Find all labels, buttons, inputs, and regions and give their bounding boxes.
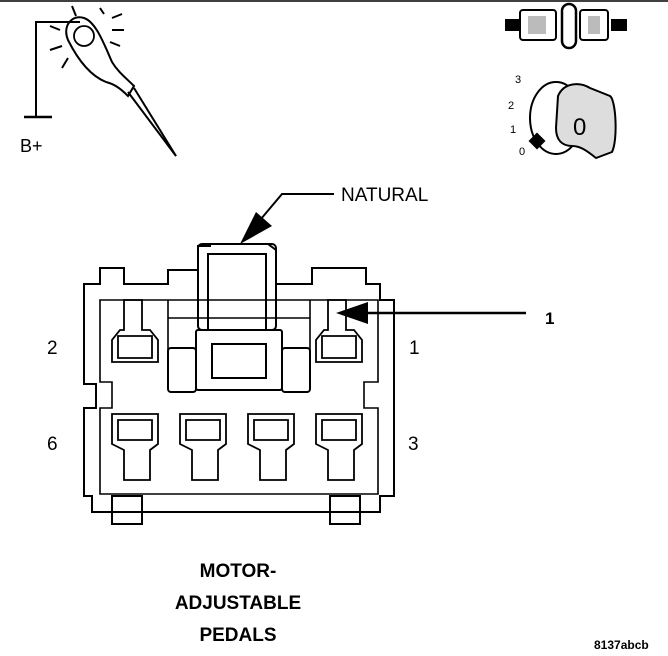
title-line-1: MOTOR- (199, 561, 277, 582)
ignition-position-1: 1 (510, 124, 517, 136)
callout-arrow (336, 302, 526, 324)
ignition-key-icon (528, 81, 617, 160)
pin-label-1: 1 (409, 338, 420, 359)
callout-number: 1 (545, 309, 555, 328)
ignition-key-label: 0 (573, 114, 587, 141)
natural-label: NATURAL (341, 185, 429, 206)
pin-label-3: 3 (408, 434, 419, 455)
pin-label-2: 2 (47, 338, 58, 359)
pin-label-6: 6 (47, 434, 58, 455)
figure-id: 8137abcb (594, 638, 649, 652)
connector-disconnected-icon (505, 2, 627, 50)
title-line-2: ADJUSTABLE (174, 593, 302, 614)
natural-leader-arrow (240, 193, 334, 244)
connector-face (83, 243, 395, 525)
test-light-probe-icon (24, 5, 177, 157)
ignition-position-3: 3 (515, 74, 522, 86)
ignition-position-2: 2 (508, 100, 515, 112)
ignition-position-0: 0 (519, 146, 526, 158)
b-plus-label: B+ (20, 136, 43, 156)
title-line-3: PEDALS (199, 625, 277, 646)
